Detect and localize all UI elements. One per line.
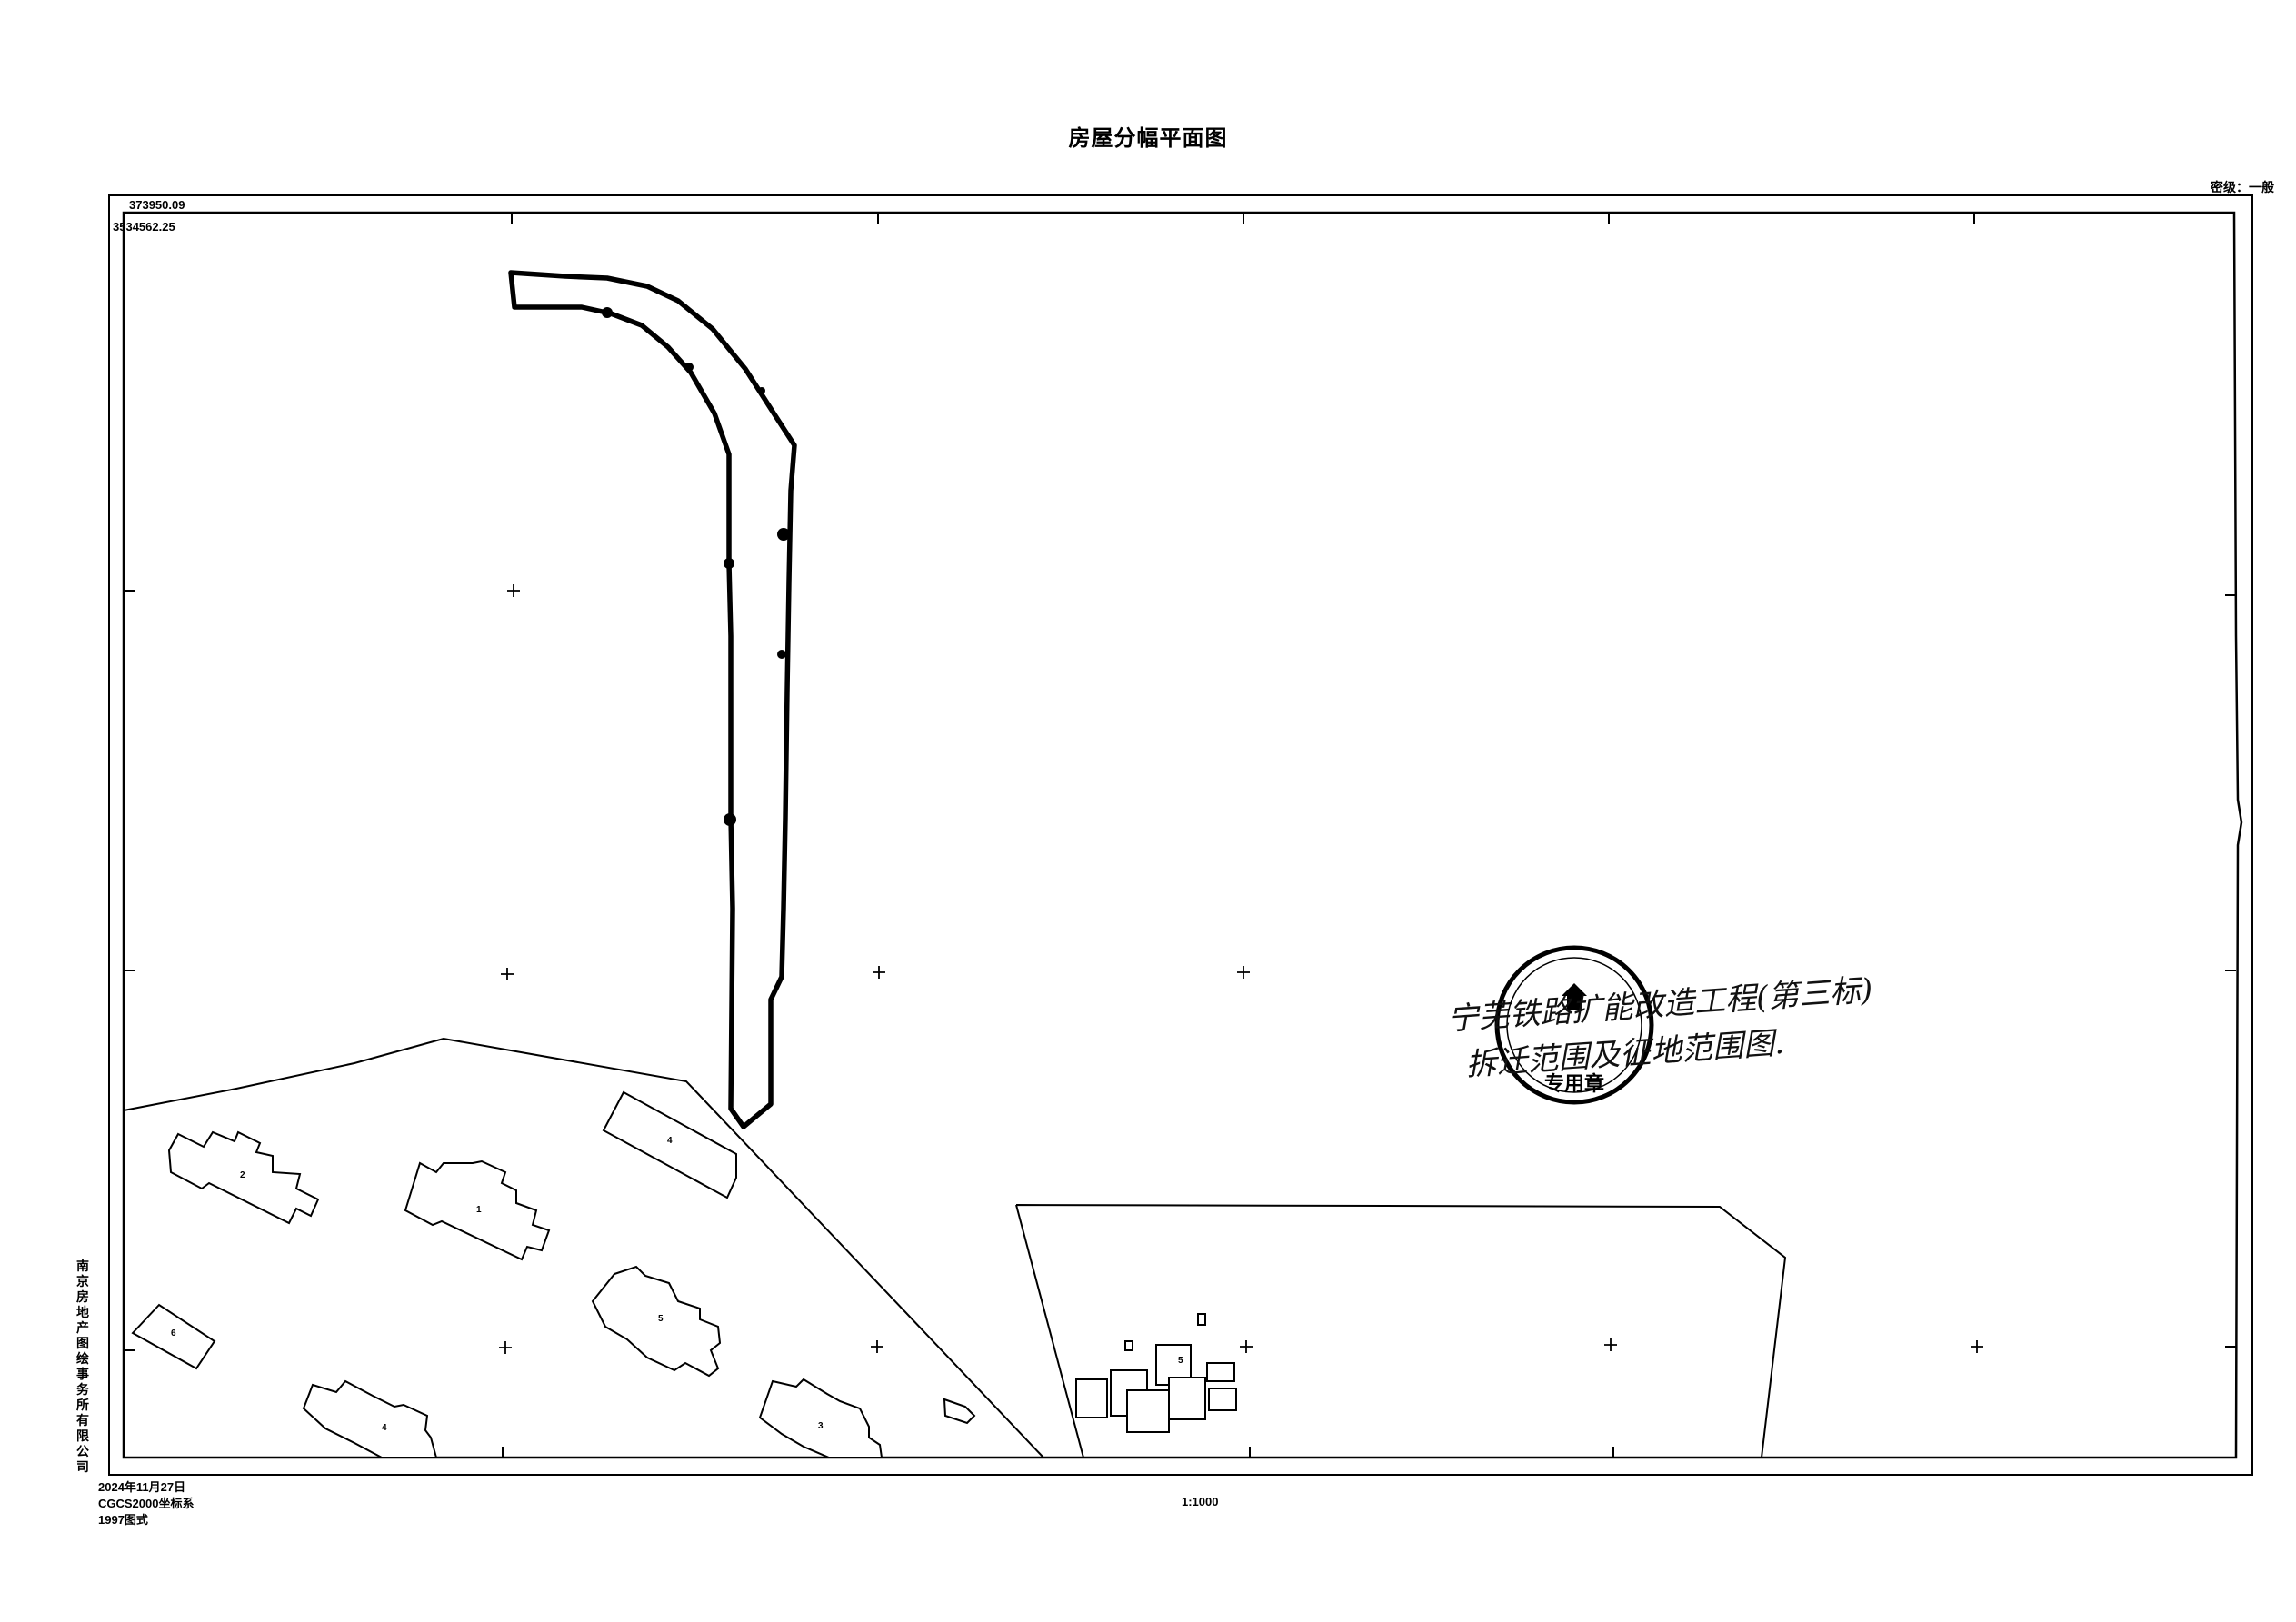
company-char: 事	[76, 1367, 89, 1381]
building-label: 4	[667, 1136, 673, 1146]
village-building	[1126, 1389, 1170, 1433]
company-char: 图	[76, 1336, 89, 1350]
village-building	[1168, 1377, 1206, 1420]
corner-coord-y: 3534562.25	[113, 220, 175, 234]
building-17	[602, 1090, 737, 1199]
map-footer: 2024年11月27日 CGCS2000坐标系 1997图式	[98, 1479, 194, 1528]
building-group-left	[131, 1090, 976, 1458]
company-char: 绘	[76, 1351, 89, 1366]
frame-ticks	[124, 213, 2236, 1458]
map-title: 房屋分幅平面图	[1068, 126, 1228, 151]
star-icon	[1562, 983, 1587, 1010]
company-char: 公	[76, 1444, 89, 1458]
building-12	[404, 1159, 551, 1261]
company-char: 南	[76, 1259, 89, 1273]
footer-scale: 1:1000	[1182, 1495, 1219, 1508]
corridor-vertices	[602, 307, 790, 826]
village-building	[1206, 1362, 1235, 1382]
building-label: 6	[171, 1328, 176, 1338]
company-char: 限	[76, 1428, 89, 1443]
company-char: 京	[76, 1274, 89, 1289]
official-seal: 专用章	[1494, 945, 1654, 1105]
outer-frame	[108, 194, 2253, 1476]
building-label: 4	[382, 1423, 387, 1433]
company-char: 房	[76, 1289, 89, 1304]
footer-crs: CGCS2000坐标系	[98, 1497, 195, 1510]
building-labels: 4 2 1 5 4 3 6 5	[171, 1136, 1183, 1433]
building-13	[591, 1265, 722, 1378]
building-11	[167, 1130, 320, 1225]
seal-inner-ring	[1506, 957, 1642, 1093]
inner-frame	[122, 211, 2243, 1459]
building-16	[131, 1303, 216, 1370]
footer-style: 1997图式	[98, 1513, 148, 1527]
company-char: 司	[76, 1459, 89, 1474]
building-label: 1	[476, 1205, 482, 1215]
company-char: 务	[76, 1382, 89, 1397]
building-label: 3	[818, 1421, 824, 1431]
company-char: 所	[76, 1398, 89, 1412]
village-building	[1197, 1313, 1206, 1326]
building-group-right	[1075, 1313, 1237, 1433]
building-label: 5	[1178, 1356, 1183, 1366]
seal-text: 专用章	[1544, 1072, 1604, 1096]
company-char: 产	[76, 1320, 89, 1335]
grid-crosses	[499, 584, 1983, 1354]
seal-ring	[1494, 945, 1654, 1105]
footer-date: 2024年11月27日	[98, 1480, 186, 1494]
building-label: 5	[658, 1314, 664, 1324]
classification-label: 密级：一般	[2211, 180, 2274, 194]
company-char: 有	[76, 1413, 89, 1428]
building-14	[302, 1379, 438, 1458]
building-15	[758, 1378, 883, 1458]
village-building	[1208, 1388, 1237, 1411]
building-small	[943, 1398, 976, 1425]
building-label: 2	[240, 1170, 245, 1180]
corner-coord-x: 373950.09	[129, 198, 185, 212]
company-vertical-label: 南 京 房 地 产 图 绘 事 务 所 有 限 公 司	[75, 1259, 91, 1475]
village-building	[1124, 1340, 1133, 1351]
company-char: 地	[76, 1305, 89, 1319]
left-parcel-boundary	[123, 1037, 1044, 1458]
right-parcel-boundary	[1015, 1204, 1787, 1458]
corridor-boundary	[508, 270, 797, 1129]
village-building	[1075, 1378, 1108, 1418]
